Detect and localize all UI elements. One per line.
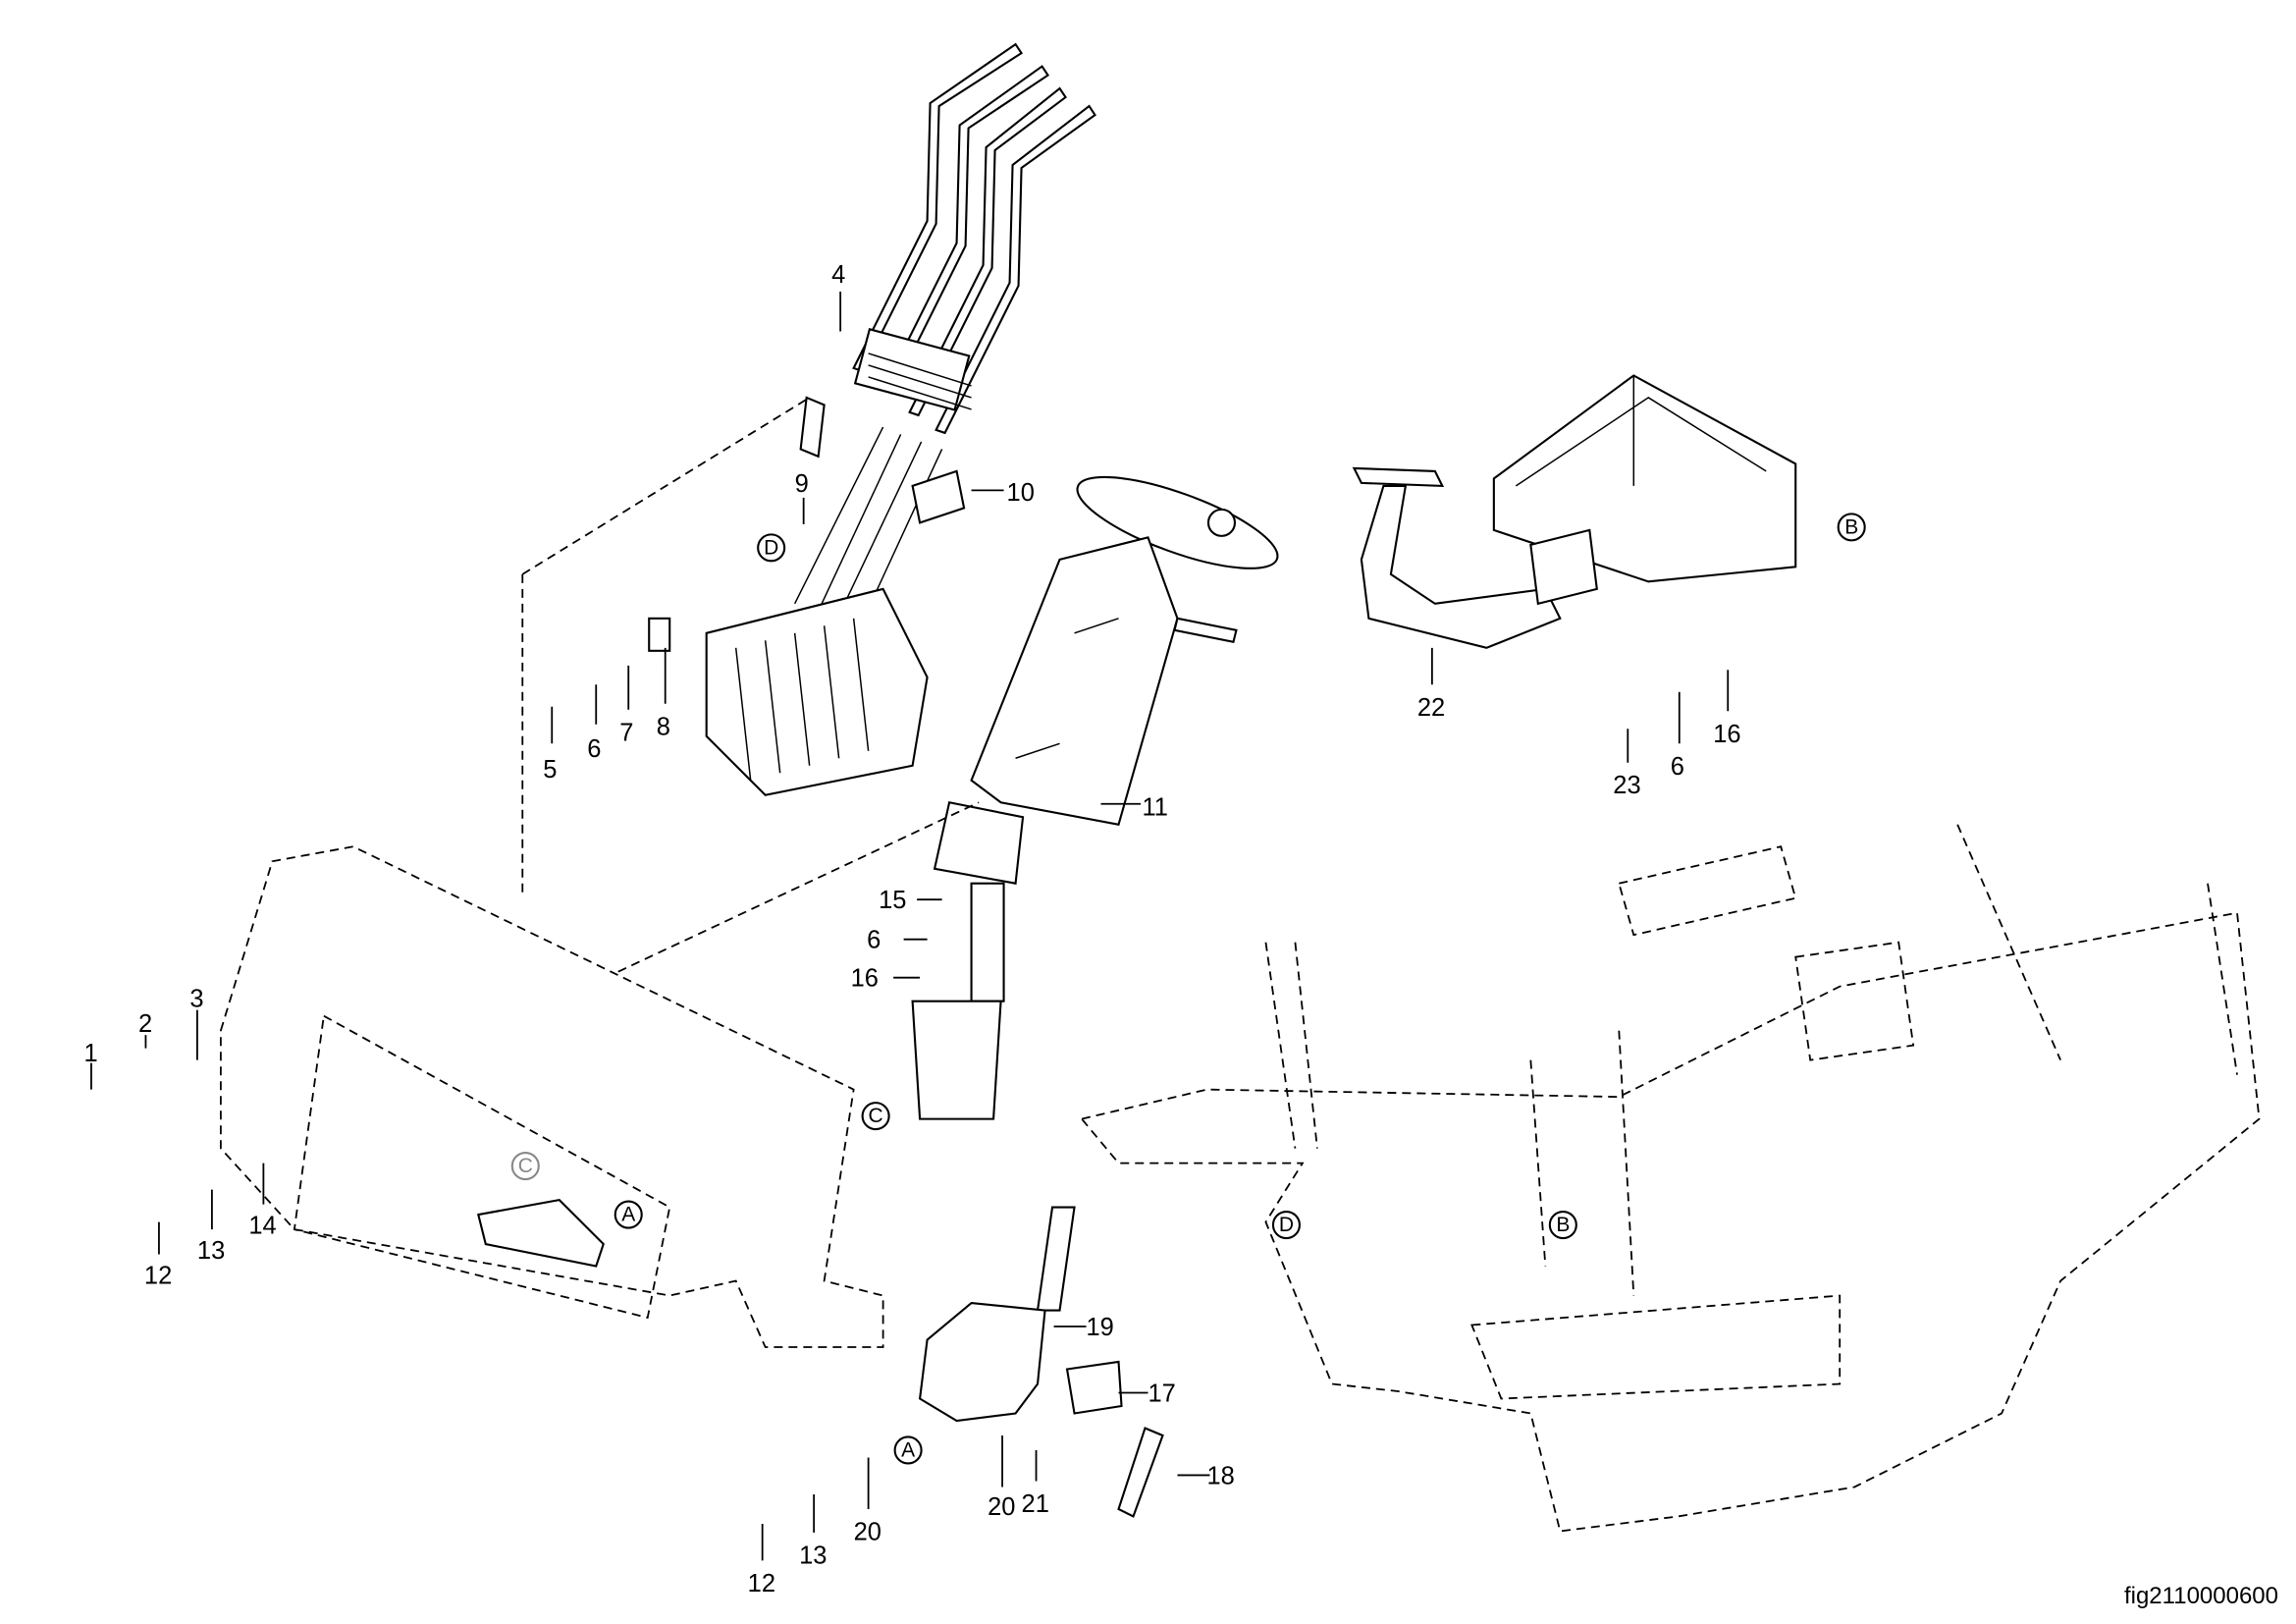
- callout-9: 9: [795, 470, 809, 498]
- callout-6: 6: [1671, 753, 1684, 781]
- steering-column: [911, 475, 1279, 1120]
- callout-11: 11: [1143, 794, 1168, 822]
- control-levers: [793, 42, 1096, 623]
- callout-18: 18: [1206, 1462, 1234, 1489]
- callout-21: 21: [1022, 1490, 1049, 1518]
- callout-3: 3: [189, 986, 203, 1013]
- leader-lines: [90, 291, 1730, 1561]
- callout-22: 22: [1417, 694, 1445, 722]
- control-valve: [648, 396, 966, 796]
- callout-19: 19: [1087, 1314, 1114, 1341]
- reference-a: A: [901, 1438, 915, 1461]
- lever-bracket: [918, 1206, 1164, 1518]
- reference-b: B: [1844, 515, 1858, 538]
- figure-id: fig2110000600: [2123, 1583, 2278, 1609]
- callout-7: 7: [619, 719, 633, 746]
- reference-markers: D B C C A A D B: [510, 513, 1866, 1465]
- callout-5: 5: [543, 756, 557, 784]
- reference-c: C: [869, 1105, 883, 1127]
- callouts: 4 9 10 5 6 7 8 11 22 23 6 16 15 6 16 1 2…: [83, 261, 1740, 1597]
- callout-10: 10: [1007, 479, 1035, 507]
- reference-a: A: [621, 1204, 635, 1226]
- callout-12: 12: [748, 1570, 775, 1597]
- reference-c-ghost: C: [518, 1155, 533, 1177]
- callout-16: 16: [1713, 721, 1740, 748]
- reference-d: D: [764, 536, 778, 559]
- callout-6: 6: [867, 927, 881, 954]
- callout-13: 13: [799, 1542, 827, 1569]
- reference-b: B: [1556, 1214, 1570, 1236]
- callout-16: 16: [851, 965, 879, 993]
- callout-23: 23: [1613, 772, 1640, 799]
- dashboard-frame: [220, 397, 980, 1348]
- reference-d: D: [1279, 1214, 1294, 1236]
- callout-15: 15: [879, 887, 906, 914]
- callout-2: 2: [138, 1010, 152, 1038]
- callout-4: 4: [831, 261, 845, 289]
- callout-20: 20: [988, 1493, 1015, 1521]
- callout-1: 1: [83, 1040, 97, 1067]
- callout-12: 12: [144, 1263, 172, 1290]
- callout-6: 6: [587, 735, 601, 763]
- brake-pedal-assembly: [1352, 374, 1797, 649]
- chassis-frame: [1080, 824, 2261, 1533]
- callout-14: 14: [248, 1213, 276, 1240]
- callout-17: 17: [1148, 1380, 1175, 1407]
- callout-13: 13: [197, 1237, 225, 1265]
- callout-20: 20: [854, 1518, 881, 1545]
- callout-8: 8: [657, 713, 670, 740]
